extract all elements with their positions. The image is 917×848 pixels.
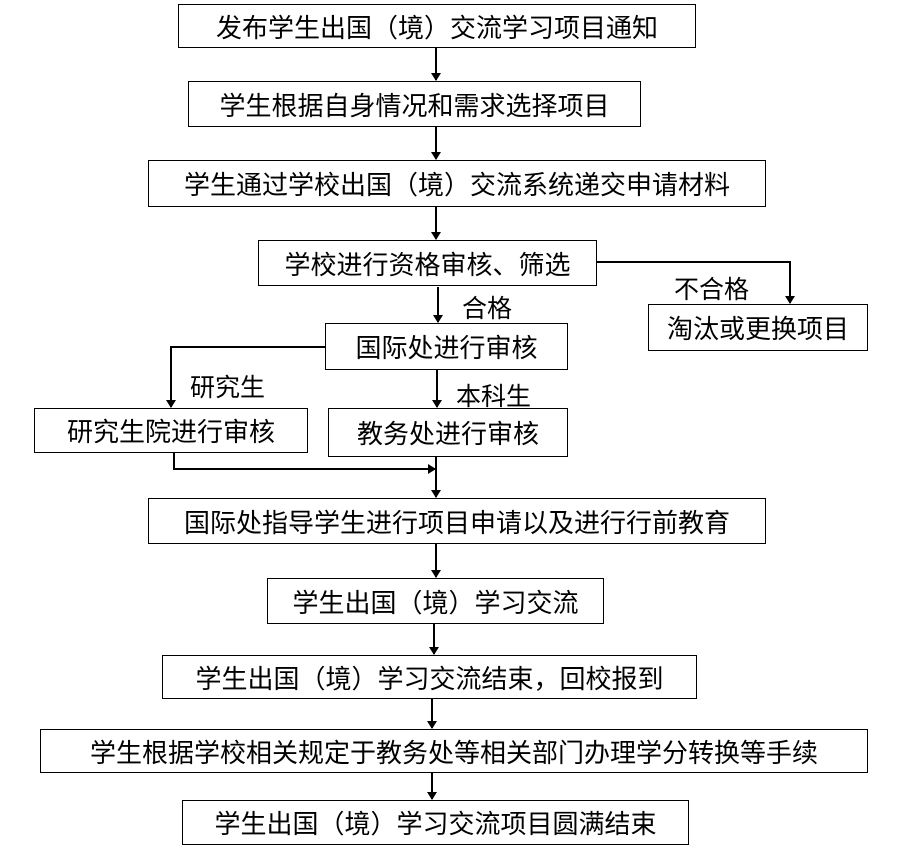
step-school-review: 学校进行资格审核、筛选 <box>258 240 597 286</box>
step-submit-materials: 学生通过学校出国（境）交流系统递交申请材料 <box>148 160 766 207</box>
step-graduate-school-review: 研究生院进行审核 <box>34 408 308 453</box>
label-fail: 不合格 <box>674 275 750 304</box>
step-publish-notice: 发布学生出国（境）交流学习项目通知 <box>178 4 696 48</box>
step-return: 学生出国（境）学习交流结束，回校报到 <box>162 655 697 699</box>
step-exchange: 学生出国（境）学习交流 <box>267 578 604 624</box>
step-complete: 学生出国（境）学习交流项目圆满结束 <box>182 800 689 845</box>
step-credit-transfer: 学生根据学校相关规定于教务处等相关部门办理学分转换等手续 <box>40 729 868 773</box>
step-eliminate: 淘汰或更换项目 <box>648 304 868 351</box>
label-graduate: 研究生 <box>190 373 266 402</box>
step-academic-affairs-review: 教务处进行审核 <box>328 408 568 457</box>
label-undergrad: 本科生 <box>456 382 532 411</box>
label-pass: 合格 <box>462 294 513 323</box>
step-intl-office-review: 国际处进行审核 <box>325 323 568 370</box>
step-guidance: 国际处指导学生进行项目申请以及进行行前教育 <box>148 498 766 544</box>
arrow-6-7 <box>166 346 325 408</box>
step-choose-project: 学生根据自身情况和需求选择项目 <box>188 81 641 127</box>
arrow-4-5 <box>597 261 795 304</box>
arrow-7-merge <box>173 453 436 474</box>
